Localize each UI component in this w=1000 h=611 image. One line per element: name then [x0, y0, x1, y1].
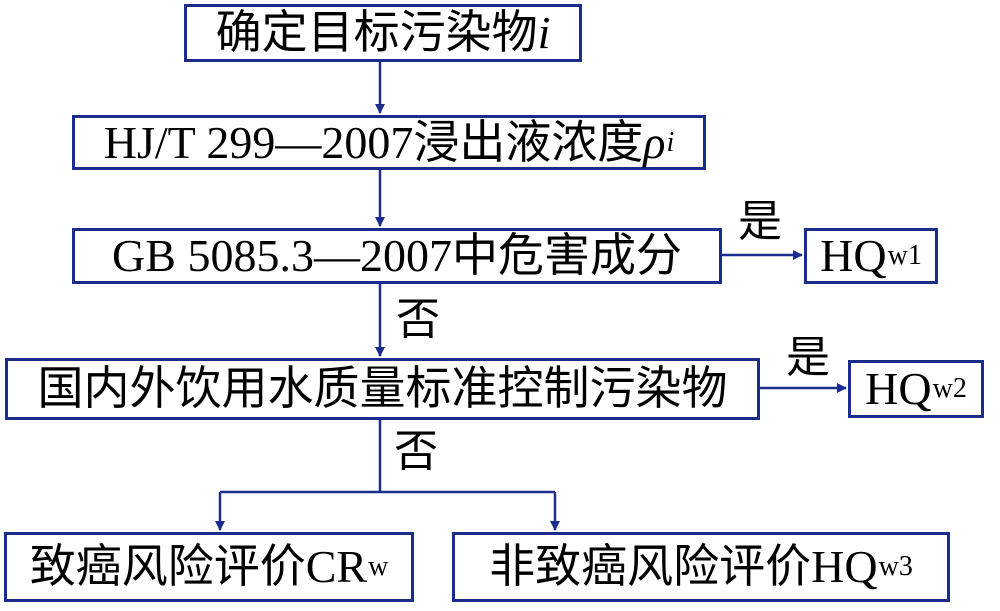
node-hqw1-sub: w1	[887, 240, 922, 271]
label-no-gb: 否	[396, 295, 440, 344]
node-gb-text: GB 5085.3—2007中危害成分	[112, 230, 682, 281]
node-target-var: i	[537, 7, 551, 58]
node-hqw2-sub: w2	[932, 373, 967, 404]
node-carc-text: 致癌风险评价CR	[29, 541, 368, 592]
node-drinking-water-standards: 国内外饮用水质量标准控制污染物	[5, 358, 760, 420]
node-hqw2-text: HQ	[865, 363, 932, 414]
node-carc-sub: w	[368, 551, 389, 582]
label-yes-gb: 是	[738, 197, 782, 246]
node-leach-text: HJ/T 299—2007浸出液浓度	[103, 116, 644, 168]
label-yes-water: 是	[786, 333, 830, 382]
node-leach-var: ρ	[643, 116, 666, 168]
node-noncarc-sub: w3	[878, 551, 913, 582]
label-no-water: 否	[394, 427, 438, 476]
node-hqw1-text: HQ	[820, 230, 887, 281]
node-noncarc-text: 非致癌风险评价HQ	[489, 541, 878, 592]
node-gb-hazard-components: GB 5085.3—2007中危害成分	[72, 228, 722, 284]
node-water-text: 国内外饮用水质量标准控制污染物	[37, 363, 728, 414]
node-leach-sub: i	[666, 126, 675, 158]
node-target-text: 确定目标污染物	[215, 7, 538, 58]
